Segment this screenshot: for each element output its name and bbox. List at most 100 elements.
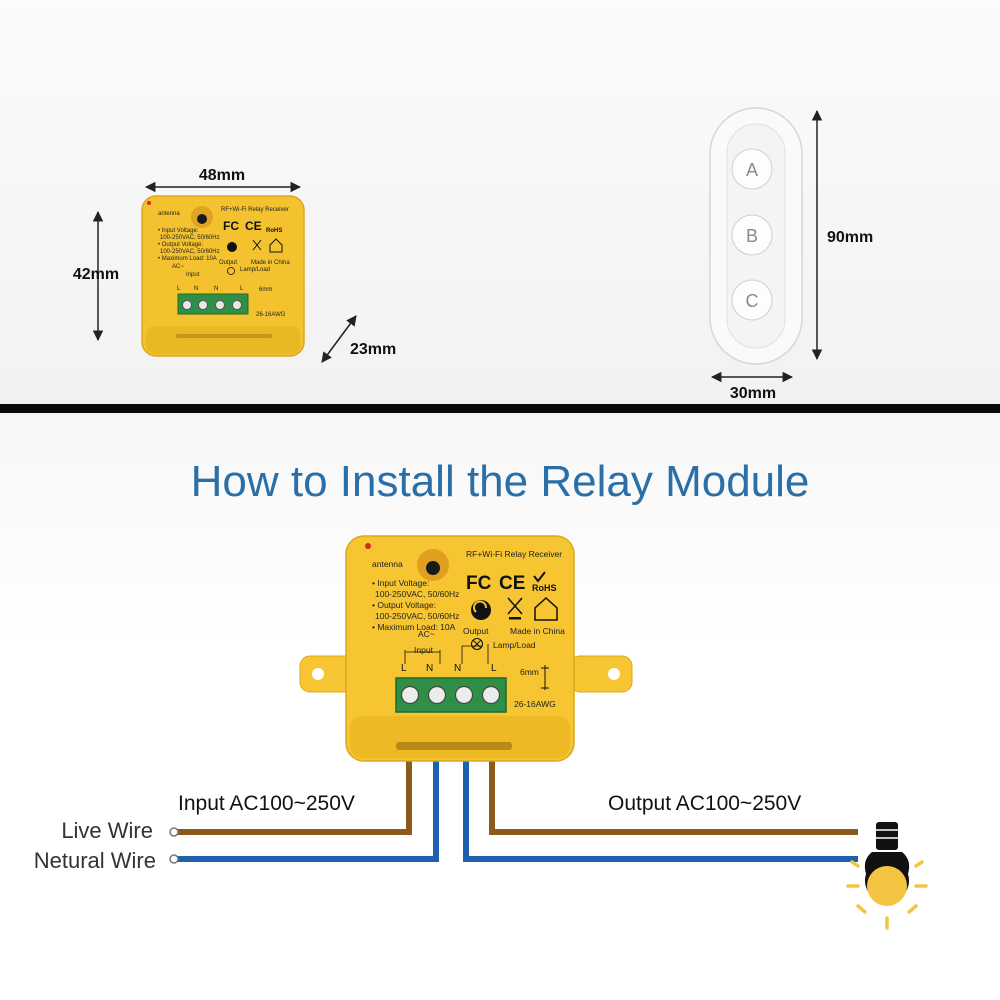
weee-bar (509, 617, 521, 620)
small-terminal-block (177, 293, 249, 315)
small-lamp-label: Lamp/Load (240, 267, 270, 273)
remote-height-label: 90mm (827, 229, 873, 246)
bulb-base (876, 822, 898, 850)
output-symbol-label: Output (463, 626, 489, 636)
right-mounting-ear (569, 655, 633, 693)
small-output-label: Output (219, 260, 237, 266)
small-screw (182, 300, 192, 310)
output-live-wire (489, 748, 858, 835)
lamp-load-label: Lamp/Load (493, 640, 536, 650)
neutral-wire-end (169, 854, 179, 864)
live-wire-label: Live Wire (61, 818, 153, 843)
small-antenna-wire (197, 214, 207, 224)
wire-exit-slot (396, 742, 512, 750)
terminal-screw[interactable] (427, 685, 447, 705)
terminal-label-2: N (426, 663, 433, 674)
strip-length-label: 6mm (520, 667, 539, 677)
terminal-screw[interactable] (454, 685, 474, 705)
small-screw (232, 300, 242, 310)
module-height-label: 42mm (73, 266, 119, 283)
small-made-in-label: Made in China (251, 260, 290, 266)
left-ear-hole (312, 668, 324, 680)
install-title: How to Install the Relay Module (191, 457, 810, 506)
spec-line-5: • Maximum Load: 10A (372, 622, 456, 632)
relay-base (350, 716, 570, 758)
small-module-body (141, 195, 305, 357)
remote-button-b[interactable] (731, 214, 773, 256)
spec-line-1: • Input Voltage: (372, 578, 429, 588)
recycle-arrow (473, 600, 487, 613)
remote-button-b-label: B (746, 226, 758, 246)
small-spec-5: • Maximum Load: 10A (158, 256, 217, 262)
rohs-check-icon (533, 571, 546, 583)
small-ac-label: AC~ (172, 264, 184, 270)
remote-dimension-view: A B C 90mm 30mm (709, 107, 873, 402)
status-led-icon (365, 543, 371, 549)
house-icon (534, 596, 558, 621)
small-fc-mark: FC (223, 219, 239, 233)
section-divider (0, 404, 1000, 413)
spec-line-2: 100-250VAC, 50/60Hz (375, 589, 459, 599)
rohs-mark: RoHS (532, 583, 557, 593)
relay-module: antenna RF+Wi-Fi Relay Receiver • Input … (299, 535, 633, 762)
input-terminal-label: Input (414, 645, 434, 655)
small-recycle-icon (227, 242, 237, 252)
right-ear-hole (608, 668, 620, 680)
terminal-label-1: L (401, 663, 407, 674)
input-voltage-label: Input AC100~250V (178, 792, 355, 815)
small-spec-1: • Input Voltage: (158, 228, 199, 234)
terminal-screw[interactable] (481, 685, 501, 705)
small-terminal-3: N (214, 286, 218, 292)
module-dimension-view: 48mm 42mm 23mm antenna RF+Wi-Fi Relay Re… (73, 167, 396, 363)
remote-button-c[interactable] (731, 279, 773, 321)
live-wire-end (169, 827, 179, 837)
small-spec-2: 100-250VAC, 50/60Hz (160, 235, 220, 241)
remote-button-c-label: C (746, 291, 759, 311)
small-antenna-label: antenna (158, 211, 180, 217)
depth-arrow (321, 315, 357, 363)
awg-label: 26-16AWG (514, 699, 556, 709)
spec-line-3: • Output Voltage: (372, 600, 436, 610)
small-input-label: Input (186, 272, 200, 278)
small-screw (198, 300, 208, 310)
remote-button-a[interactable] (731, 148, 773, 190)
ce-mark: CE (499, 573, 525, 594)
small-house-icon (269, 238, 283, 253)
small-weee-icon (252, 239, 262, 251)
small-rohs-mark: RoHS (266, 228, 282, 234)
wiring (175, 748, 858, 862)
output-voltage-label: Output AC100~250V (608, 792, 801, 815)
module-width-label: 48mm (199, 167, 245, 184)
strip-gauge-icon (541, 665, 549, 690)
ac-label: AC~ (418, 629, 435, 639)
bulb-rays (846, 860, 928, 930)
remote-width-label: 30mm (730, 385, 776, 402)
weee-bin-icon (507, 597, 523, 615)
small-terminal-1: L (177, 286, 181, 292)
small-led-icon (147, 201, 151, 205)
lamp-symbol-icon (471, 638, 483, 650)
antenna-wire (426, 561, 440, 575)
small-strip-label: 6mm (259, 287, 272, 293)
small-terminal-2: N (194, 286, 198, 292)
small-terminal-4: L (240, 286, 244, 292)
small-spec-4: 100-250VAC, 50/60Hz (160, 249, 220, 255)
small-ce-mark: CE (245, 219, 262, 233)
input-neutral-wire (175, 748, 439, 862)
terminal-label-4: L (491, 663, 497, 674)
small-awg-label: 26-16AWG (256, 312, 286, 318)
terminal-label-3: N (454, 663, 461, 674)
light-bulb-icon (846, 822, 928, 930)
fc-mark: FC (466, 573, 492, 594)
made-in-label: Made in China (510, 626, 565, 636)
small-lamp-icon (227, 267, 235, 275)
remote-button-a-label: A (746, 160, 758, 180)
neutral-wire-label: Netural Wire (34, 848, 156, 873)
small-product-label: RF+Wi-Fi Relay Receiver (221, 207, 289, 213)
bulb-thread (876, 829, 898, 839)
terminal-screw[interactable] (400, 685, 420, 705)
lamp-cross (472, 639, 482, 649)
small-module-base (146, 326, 300, 354)
circuit-lines (404, 644, 489, 664)
